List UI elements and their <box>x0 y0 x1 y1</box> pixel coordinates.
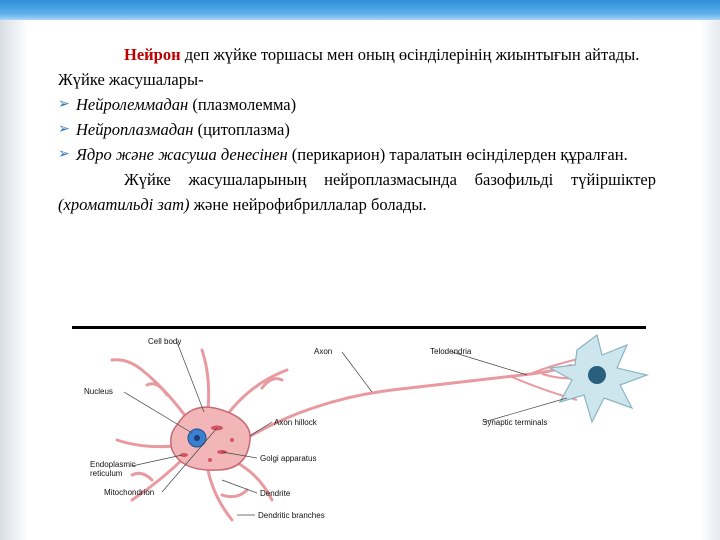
golgi-label: Golgi apparatus <box>260 454 316 463</box>
paragraph-text-end: және нейрофибриллалар болады. <box>189 195 427 214</box>
bullet-note: (плазмолемма) <box>188 95 297 114</box>
nucleus-label: Nucleus <box>84 387 113 396</box>
right-edge-shade <box>700 20 720 540</box>
axon-fiber <box>246 363 573 440</box>
mitochondrion-label: Mitochondrion <box>104 488 154 497</box>
er-label-line1: Endoplasmic <box>90 460 136 469</box>
er-label-line2: reticulum <box>90 469 123 478</box>
definition-paragraph: Нейрон деп жүйке торшасы мен оның өсінді… <box>58 42 656 67</box>
telodendria-label: Telodendria <box>430 347 472 356</box>
axon-hillock-label: Axon hillock <box>274 418 318 427</box>
paragraph-text-start: Жүйке жасушаларының нейроплазмасында баз… <box>124 170 656 189</box>
cell-body-label: Cell body <box>148 337 181 346</box>
title-bar-accent <box>0 0 720 20</box>
arrow-bullet-icon: ➢ <box>58 97 70 112</box>
arrow-bullet-icon: ➢ <box>58 147 70 162</box>
chromatophil-term: (хроматильді зат) <box>58 195 190 214</box>
bullet-note: (цитоплазма) <box>193 120 290 139</box>
bullet-term: Нейроплазмадан <box>76 120 194 139</box>
divider-line <box>72 326 646 329</box>
definition-text: деп жүйке торшасы мен оның өсінділерінің… <box>180 45 640 64</box>
bullet-item: ➢ Нейролеммадан (плазмолемма) <box>58 92 656 117</box>
dendrite-label: Dendrite <box>260 489 291 498</box>
slide-text: Нейрон деп жүйке торшасы мен оның өсінді… <box>58 42 656 217</box>
synaptic-terminals-label: Synaptic terminals <box>482 418 547 427</box>
neuron-diagram: Cell body Axon Telodendria Nucleus Axon … <box>84 333 650 522</box>
bullet-note: (перикарион) таралатын өсінділерден құра… <box>287 145 628 164</box>
bullet-term: Ядро және жасуша денесінен <box>76 145 288 164</box>
axon-label: Axon <box>314 347 332 356</box>
neuroplasm-paragraph: Жүйке жасушаларының нейроплазмасында баз… <box>58 167 656 217</box>
cell-body-shape <box>170 406 251 471</box>
neuron-term: Нейрон <box>124 45 181 64</box>
nucleolus-shape <box>194 435 200 441</box>
dendritic-branches-label: Dendritic branches <box>258 511 325 520</box>
cells-heading: Жүйке жасушалары- <box>58 70 204 89</box>
bullet-term: Нейролеммадан <box>76 95 189 114</box>
left-edge-shade <box>0 20 28 540</box>
bullet-item: ➢ Ядро және жасуша денесінен (перикарион… <box>58 142 656 167</box>
target-nucleus-shape <box>588 366 606 384</box>
arrow-bullet-icon: ➢ <box>58 122 70 137</box>
bullet-item: ➢ Нейроплазмадан (цитоплазма) <box>58 117 656 142</box>
